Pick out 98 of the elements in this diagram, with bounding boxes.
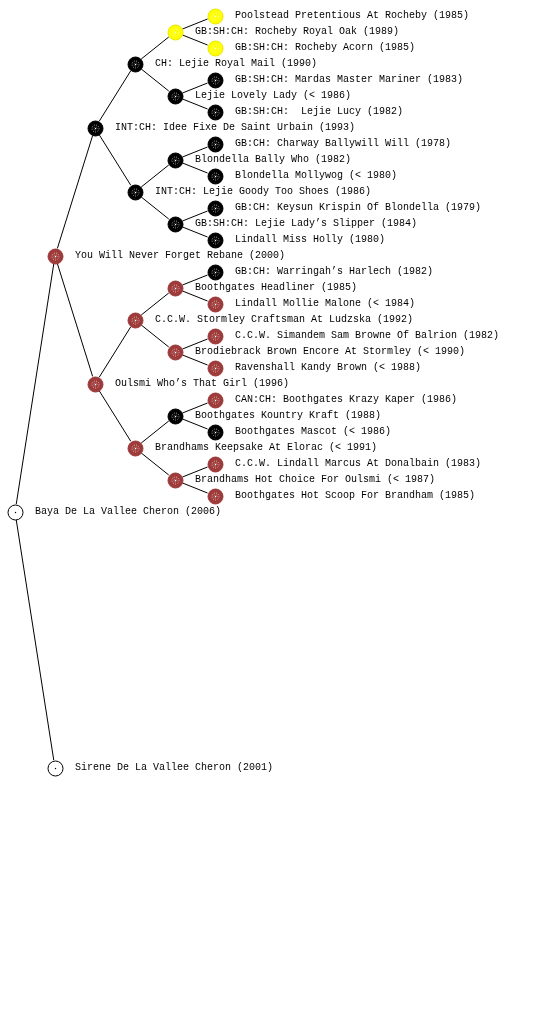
node-circle <box>206 199 224 217</box>
dog-name-label: GB:SH:CH: Lejie Lady’s Slipper (1984) <box>195 218 418 230</box>
node-circle <box>206 39 224 57</box>
dog-name-label: GB:SH:CH: Rocheby Royal Oak (1989) <box>195 26 400 38</box>
node-circle <box>86 375 104 393</box>
pedigree-line <box>181 338 209 350</box>
pedigree-line <box>181 274 209 286</box>
dog-name-label: Baya De La Vallee Cheron (2006) <box>35 506 222 518</box>
pedigree-line <box>140 68 170 92</box>
pedigree-line <box>15 263 55 505</box>
pedigree-line <box>181 210 209 222</box>
dog-name-label: C.C.W. Simandem Sam Browne Of Balrion (1982) <box>235 330 500 342</box>
dog-name-label: Sirene De La Vallee Cheron (2001) <box>75 762 274 774</box>
dog-name-label: Boothgates Kountry Kraft (1988) <box>195 410 382 422</box>
pedigree-line <box>140 324 170 348</box>
dog-name-label: Oulsmi Who’s That Girl (1996) <box>115 378 290 390</box>
dog-name-label: Brodiebrack Brown Encore At Stormley (< 1990) <box>195 346 466 358</box>
pedigree-line <box>181 290 209 302</box>
pedigree-line <box>15 519 55 761</box>
node-circle <box>206 455 224 473</box>
node-circle <box>126 439 144 457</box>
node-circle <box>6 503 24 521</box>
dog-name-label: Brandhams Hot Choice For Oulsmi (< 1987) <box>195 474 436 486</box>
node-circle <box>166 343 184 361</box>
node-circle <box>206 359 224 377</box>
pedigree-line <box>98 326 132 378</box>
dog-name-label: INT:CH: Idee Fixe De Saint Urbain (1993) <box>115 122 356 134</box>
pedigree-line <box>181 466 209 478</box>
dog-name-label: Brandhams Keepsake At Elorac (< 1991) <box>155 442 378 454</box>
pedigree-line <box>98 134 132 186</box>
node-circle <box>166 215 184 233</box>
pedigree-line <box>140 196 170 220</box>
node-circle <box>126 55 144 73</box>
dog-name-label: Blondella Mollywog (< 1980) <box>235 170 398 182</box>
pedigree-line <box>56 263 94 377</box>
node-circle <box>206 231 224 249</box>
dog-name-label: Boothgates Mascot (< 1986) <box>235 426 392 438</box>
node-circle <box>46 759 64 777</box>
dog-name-label: C.C.W. Stormley Craftsman At Ludzska (1992) <box>155 314 414 326</box>
pedigree-line <box>181 402 209 414</box>
node-circle <box>206 263 224 281</box>
dog-name-label: Lindall Mollie Malone (< 1984) <box>235 298 416 310</box>
dog-name-label: Lejie Lovely Lady (< 1986) <box>195 90 352 102</box>
dog-name-label: GB:CH: Keysun Krispin Of Blondella (1979) <box>235 202 482 214</box>
node-circle <box>166 471 184 489</box>
dog-name-label: Lindall Miss Holly (1980) <box>235 234 386 246</box>
node-circle <box>206 7 224 25</box>
pedigree-line <box>140 452 170 476</box>
node-circle <box>166 23 184 41</box>
node-circle <box>206 135 224 153</box>
dog-name-label: Blondella Bally Who (1982) <box>195 154 352 166</box>
dog-name-label: You Will Never Forget Rebane (2000) <box>75 250 286 262</box>
dog-name-label: GB:SH:CH: Mardas Master Mariner (1983) <box>235 74 464 86</box>
node-circle <box>86 119 104 137</box>
node-circle <box>166 87 184 105</box>
node-circle <box>206 167 224 185</box>
node-circle <box>206 103 224 121</box>
dog-name-label: C.C.W. Lindall Marcus At Donalbain (1983) <box>235 458 482 470</box>
node-circle <box>166 407 184 425</box>
node-circle <box>166 151 184 169</box>
pedigree-line <box>140 36 170 60</box>
dog-name-label: Boothgates Headliner (1985) <box>195 282 358 294</box>
pedigree-line <box>181 418 209 430</box>
node-circle <box>166 279 184 297</box>
node-circle <box>46 247 64 265</box>
node-circle <box>206 487 224 505</box>
pedigree-line <box>140 420 170 444</box>
pedigree-line <box>181 34 209 46</box>
dog-name-label: Poolstead Pretentious At Rocheby (1985) <box>235 10 470 22</box>
pedigree-line <box>56 135 94 249</box>
pedigree-line <box>140 164 170 188</box>
dog-name-label: INT:CH: Lejie Goody Too Shoes (1986) <box>155 186 372 198</box>
pedigree-line <box>181 482 209 494</box>
dog-name-label: Ravenshall Kandy Brown (< 1988) <box>235 362 422 374</box>
node-circle <box>126 311 144 329</box>
pedigree-line <box>181 162 209 174</box>
node-circle <box>206 423 224 441</box>
pedigree-line <box>140 292 170 316</box>
node-circle <box>126 183 144 201</box>
node-circle <box>206 391 224 409</box>
pedigree-line <box>181 354 209 366</box>
node-circle <box>206 71 224 89</box>
pedigree-line <box>98 390 132 442</box>
pedigree-line <box>98 70 132 122</box>
dog-name-label: GB:SH:CH: Lejie Lucy (1982) <box>235 106 404 118</box>
dog-name-label: Boothgates Hot Scoop For Brandham (1985) <box>235 490 476 502</box>
dog-name-label: GB:CH: Charway Ballywill Will (1978) <box>235 138 452 150</box>
pedigree-line <box>181 82 209 94</box>
pedigree-line <box>181 146 209 158</box>
node-circle <box>206 327 224 345</box>
dog-name-label: CAN:CH: Boothgates Krazy Kaper (1986) <box>235 394 458 406</box>
dog-name-label: GB:CH: Warringah’s Harlech (1982) <box>235 266 434 278</box>
pedigree-line <box>181 18 209 30</box>
dog-name-label: CH: Lejie Royal Mail (1990) <box>155 58 318 70</box>
dog-name-label: GB:SH:CH: Rocheby Acorn (1985) <box>235 42 416 54</box>
pedigree-line <box>181 98 209 110</box>
node-circle <box>206 295 224 313</box>
pedigree-line <box>181 226 209 238</box>
